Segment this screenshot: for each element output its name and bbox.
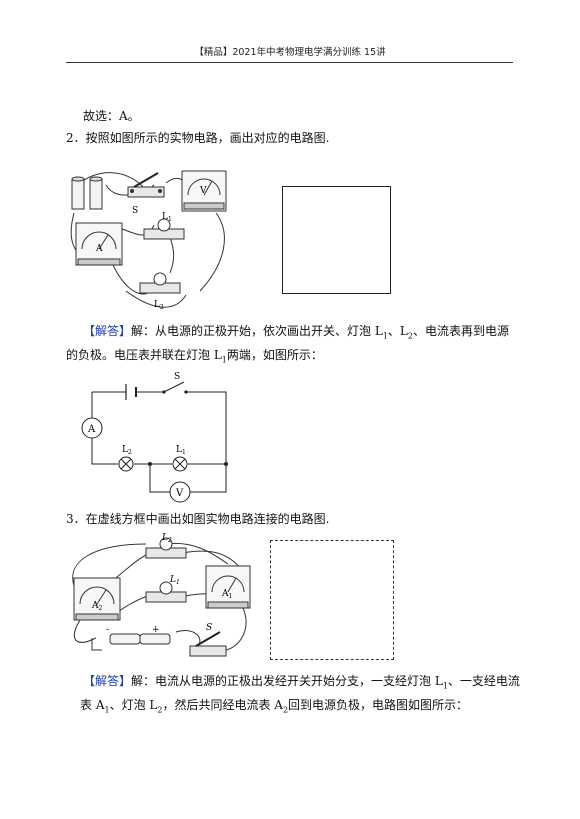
q3-solution-tag: 【解答】	[83, 674, 132, 688]
q3-switch-device	[189, 631, 227, 657]
schematic-ammeter-label: A	[87, 424, 96, 435]
q3-ammeter-a1-device	[205, 565, 251, 609]
ammeter-device	[75, 222, 123, 266]
header-rule	[66, 62, 513, 63]
q2-solution-tag: 【解答】	[83, 324, 132, 338]
q3-physical-circuit: L2 L1 A2 A1 - + S	[72, 533, 251, 657]
q3-lamp-l2-device	[145, 537, 187, 559]
schematic-junction-left	[148, 462, 152, 466]
voltmeter-label: V	[199, 186, 207, 196]
q2-solution-text-d: 的负极。电压表并联在灯泡 L	[66, 348, 222, 362]
q3-prompt: 3．在虚线方框中画出如图实物电路连接的电路图.	[66, 511, 329, 527]
schematic-lamp-l2-label: L2	[122, 445, 132, 456]
q3-solution-text-d: 、灯泡 L	[109, 698, 158, 712]
q3-solution-text-e: ，然后共同经电流表 A	[162, 698, 283, 712]
q3-lamp-l1-label: L1	[169, 575, 180, 586]
schematic-lamp-l1-label: L1	[176, 445, 186, 456]
lamp-l2-device	[139, 272, 181, 294]
schematic-lamp-l2	[118, 456, 134, 472]
q2-schematic: S A L2 L1 V	[81, 372, 228, 503]
q3-number: 3．	[66, 512, 86, 526]
schematic-voltmeter	[169, 481, 191, 503]
q3-lamp-l2-label: L2	[161, 533, 172, 544]
schematic-switch	[162, 381, 188, 394]
q3-ammeter-a2-device	[73, 577, 121, 621]
q2-sub-2: 2	[407, 331, 413, 341]
battery-pack	[71, 176, 103, 210]
schematic-junction-right	[224, 462, 228, 466]
q2-solution-text-e: 两端，如图所示：	[226, 348, 323, 362]
q2-solution-text-a: 解：从电源的正极开始，依次画出开关、灯泡 L	[131, 324, 383, 338]
q2-text: 按照如图所示的实物电路，画出对应的电路图.	[85, 131, 330, 145]
schematic-ammeter	[81, 417, 103, 439]
lamp-l1-device	[143, 218, 185, 240]
schematic-voltmeter-label: V	[175, 488, 184, 499]
q3-sub-1: 1	[442, 681, 448, 691]
page-header: 【精品】2021年中考物理电学满分训练 15讲	[194, 47, 386, 58]
voltmeter-device	[181, 170, 227, 212]
switch-label: S	[132, 206, 138, 216]
q2-solution-text-c: 、电流表再到电源	[412, 324, 509, 338]
q3-ammeter-a1-label: A1	[221, 589, 232, 600]
q3-answer-box	[270, 540, 394, 660]
q3-switch-label: S	[206, 623, 212, 633]
q2-answer-box	[282, 186, 391, 294]
q2-sub-1: 1	[382, 331, 388, 341]
schematic-battery	[125, 384, 137, 400]
lamp-l1-label: L1	[162, 212, 172, 223]
q3-battery-device	[109, 633, 171, 645]
q2-solution-line2: 的负极。电压表并联在灯泡 L1两端，如图所示：	[66, 347, 323, 368]
q2-prompt: 2．按照如图所示的实物电路，画出对应的电路图.	[66, 130, 329, 146]
q3-battery-plus: +	[152, 625, 160, 635]
q3-solution-line1: 【解答】解：电流从电源的正极出发经开关开始分支，一支经灯泡 L1、一支经电流	[83, 673, 520, 694]
schematic-lamp-l1	[172, 456, 188, 472]
q2-number: 2．	[66, 131, 86, 145]
q3-solution-text-c: 表 A	[80, 698, 105, 712]
q3-sub-2: 1	[104, 705, 110, 715]
lamp-l2-label: L2	[154, 300, 164, 311]
q2-sub-3: 1	[221, 355, 227, 365]
q2-solution-text-b: 、L	[387, 324, 408, 338]
q3-solution-text-f: 回到电源负极，电路图如图所示：	[288, 698, 469, 712]
q2-physical-circuit: S V L1 A L2	[70, 170, 227, 311]
q3-ammeter-a2-label: A2	[91, 601, 103, 612]
q3-solution-line2: 表 A1、灯泡 L2，然后共同经电流表 A2回到电源负极，电路图如图所示：	[80, 697, 468, 718]
ammeter-label: A	[95, 244, 103, 254]
q3-lamp-l1-device	[145, 581, 187, 603]
q3-text: 在虚线方框中画出如图实物电路连接的电路图.	[85, 512, 330, 526]
q2-solution-line1: 【解答】解：从电源的正极开始，依次画出开关、灯泡 L1、L2、电流表再到电源	[83, 323, 509, 344]
q3-sub-3: 2	[157, 705, 163, 715]
q3-solution-text-b: 、一支经电流	[447, 674, 520, 688]
q3-solution-text-a: 解：电流从电源的正极出发经开关开始分支，一支经灯泡 L	[131, 674, 443, 688]
switch-device	[127, 172, 165, 198]
answer-line: 故选：A。	[83, 109, 140, 123]
q3-sub-4: 2	[282, 705, 289, 715]
schematic-switch-label: S	[174, 372, 180, 382]
q3-battery-minus: -	[106, 625, 109, 635]
